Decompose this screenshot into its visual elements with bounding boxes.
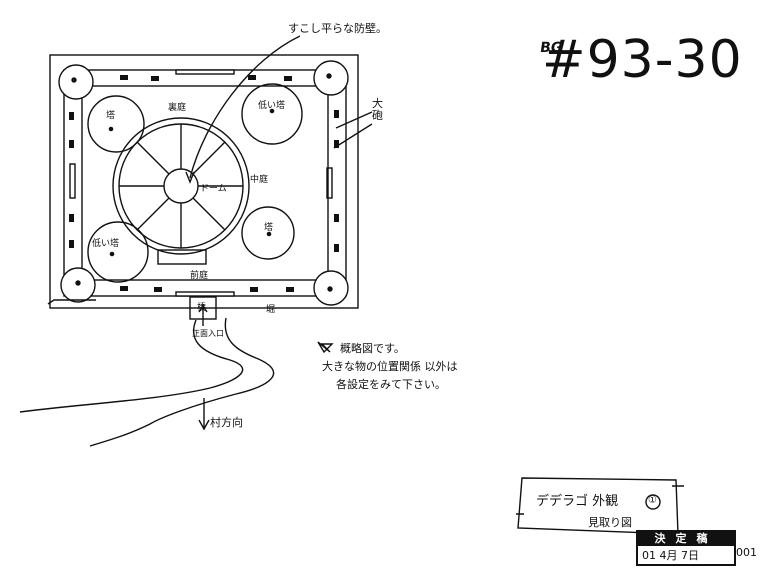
- front-court-label: 前庭: [190, 271, 209, 281]
- middle-court-label: 中庭: [250, 175, 269, 185]
- caption-number: ①: [648, 495, 657, 506]
- road-left-edge: [19, 319, 244, 413]
- cut-code: #93-30: [542, 30, 743, 90]
- tower-right-label: 塔: [264, 223, 274, 233]
- low-tower-label: 低い塔: [258, 101, 286, 111]
- annotation-arrow: [189, 35, 301, 179]
- low-tower-top: [241, 83, 303, 145]
- road-right-edge: [89, 317, 275, 447]
- moat-label: 堀: [266, 305, 276, 315]
- low-tower-lower-label: 低い塔: [92, 239, 120, 249]
- corner-tower-tr: [313, 60, 349, 96]
- village-label: 村方向: [210, 416, 243, 429]
- tower-right: [241, 206, 295, 260]
- front-gate-block: [157, 249, 207, 265]
- stamp-title: 決定稿: [638, 532, 734, 546]
- bridge-label: 橋: [197, 303, 207, 313]
- tower-left-label: 塔: [106, 111, 116, 121]
- back-court-label: 裏庭: [168, 103, 187, 113]
- stamp-serial: 001: [736, 546, 757, 559]
- caption-subtitle: 見取り図: [588, 516, 632, 529]
- final-draft-stamp: 決定稿 01 4月 7日: [636, 530, 736, 566]
- inner-wall: [81, 85, 329, 281]
- low-tower-bottom: [87, 221, 149, 283]
- dome-outer: [112, 117, 250, 255]
- dome-label: ドーム: [200, 184, 227, 194]
- corner-tower-tl: [58, 64, 94, 100]
- entrance-label: 正面入口: [192, 329, 224, 338]
- note-line-1: 概略図です。: [340, 342, 405, 355]
- note-line-2: 大きな物の位置関係 以外は: [322, 360, 458, 373]
- caption-number-circle: [645, 494, 661, 510]
- great-gun-label: 大 砲: [372, 97, 383, 122]
- caption-title: デデラゴ 外観: [536, 494, 619, 509]
- stamp-date: 01 4月 7日: [642, 549, 699, 562]
- wall-ornaments: [69, 75, 339, 292]
- note-line-3: 各設定をみて下さい。: [336, 378, 446, 391]
- arrow-note: すこし平らな防壁。: [288, 22, 387, 35]
- tower-left: [87, 95, 145, 153]
